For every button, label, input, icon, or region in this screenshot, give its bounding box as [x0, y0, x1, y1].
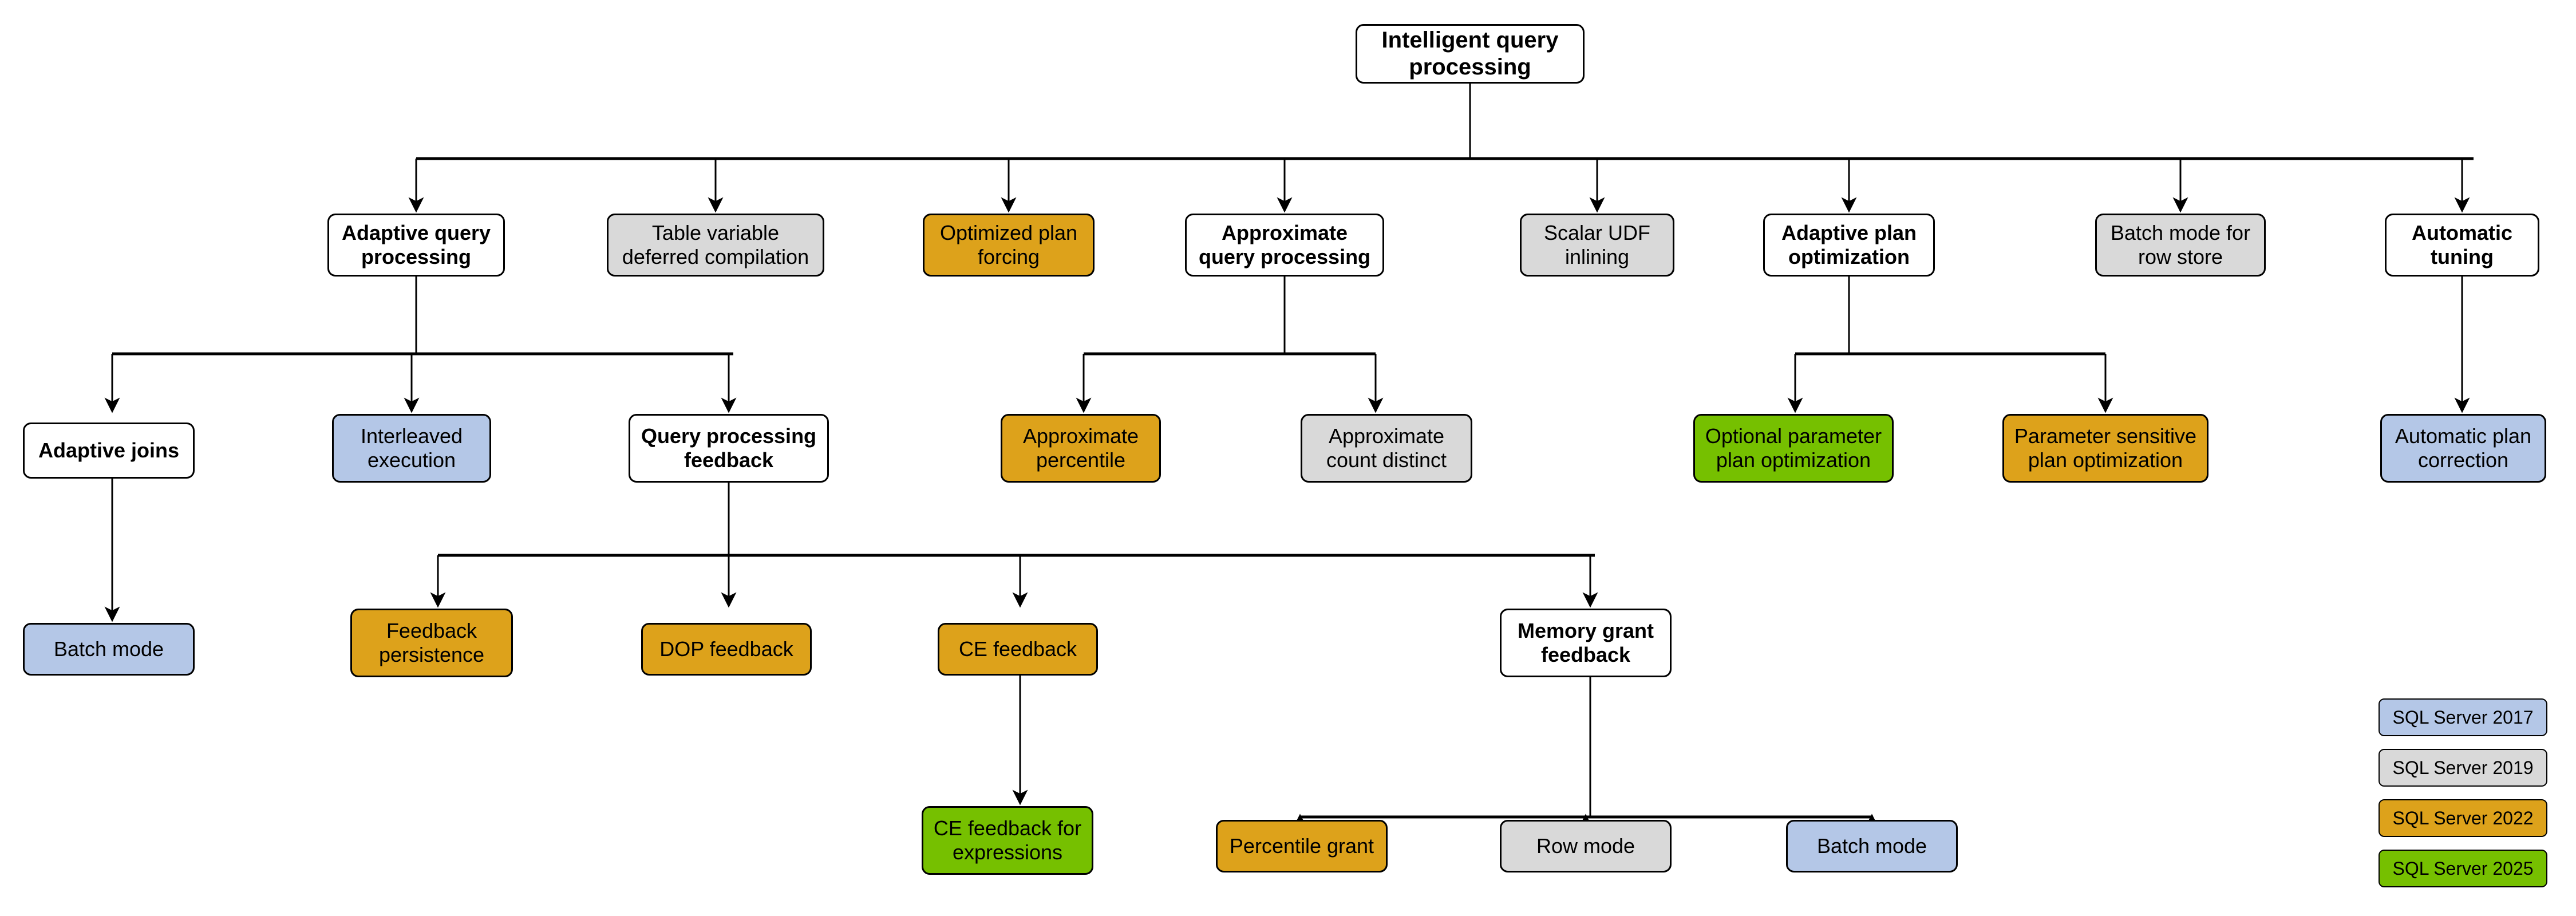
node-label: Optional parameter plan optimization: [1705, 424, 1882, 472]
node-oppo[interactable]: Optional parameter plan optimization: [1693, 414, 1894, 483]
legend-item-label: SQL Server 2017: [2392, 706, 2534, 728]
node-label: Memory grant feedback: [1517, 618, 1654, 666]
legend-item-sql-server-2017: SQL Server 2017: [2379, 698, 2547, 736]
legend-item-label: SQL Server 2022: [2392, 807, 2534, 828]
node-opf[interactable]: Optimized plan forcing: [923, 214, 1095, 277]
node-label: Interleaved execution: [360, 424, 463, 472]
node-udf[interactable]: Scalar UDF inlining: [1520, 214, 1674, 277]
node-cefe[interactable]: CE feedback for expressions: [922, 806, 1093, 875]
node-tvdc[interactable]: Table variable deferred compilation: [607, 214, 824, 277]
node-label: Adaptive plan optimization: [1781, 220, 1917, 269]
node-label: Adaptive query processing: [341, 220, 491, 269]
node-fp[interactable]: Feedback persistence: [350, 609, 513, 677]
node-mgf[interactable]: Memory grant feedback: [1500, 609, 1672, 677]
node-at[interactable]: Automatic tuning: [2385, 214, 2539, 277]
node-ap[interactable]: Approximate percentile: [1001, 414, 1161, 483]
node-label: Table variable deferred compilation: [622, 220, 809, 269]
node-iqp[interactable]: Intelligent query processing: [1356, 24, 1585, 84]
node-acd[interactable]: Approximate count distinct: [1301, 414, 1472, 483]
node-label: CE feedback for expressions: [933, 816, 1082, 864]
node-label: Feedback persistence: [378, 618, 485, 666]
edge-layer: [104, 84, 2474, 830]
node-apo[interactable]: Adaptive plan optimization: [1763, 214, 1935, 277]
legend-item-label: SQL Server 2025: [2392, 858, 2534, 879]
legend-item-sql-server-2019: SQL Server 2019: [2379, 749, 2547, 787]
node-apq[interactable]: Approximate query processing: [1185, 214, 1384, 277]
node-label: Approximate count distinct: [1326, 424, 1447, 472]
node-rm[interactable]: Row mode: [1500, 820, 1672, 872]
node-label: Adaptive joins: [38, 438, 180, 462]
legend-item-label: SQL Server 2019: [2392, 757, 2534, 778]
legend-item-sql-server-2022: SQL Server 2022: [2379, 799, 2547, 837]
node-label: Query processing feedback: [641, 424, 817, 472]
node-label: CE feedback: [958, 637, 1077, 661]
node-label: Approximate query processing: [1198, 220, 1371, 269]
node-label: Parameter sensitive plan optimization: [2014, 424, 2197, 472]
node-label: Automatic plan correction: [2395, 424, 2532, 472]
node-apc[interactable]: Automatic plan correction: [2380, 414, 2546, 483]
node-label: Row mode: [1536, 834, 1635, 858]
node-label: Scalar UDF inlining: [1543, 220, 1651, 269]
node-cef[interactable]: CE feedback: [938, 623, 1098, 676]
legend-item-sql-server-2025: SQL Server 2025: [2379, 850, 2547, 887]
node-ie[interactable]: Interleaved execution: [332, 414, 491, 483]
node-dopf[interactable]: DOP feedback: [641, 623, 812, 676]
node-label: Percentile grant: [1229, 834, 1374, 858]
node-aj[interactable]: Adaptive joins: [23, 423, 195, 479]
node-bmrs[interactable]: Batch mode for row store: [2095, 214, 2266, 277]
node-label: Intelligent query processing: [1381, 27, 1559, 80]
node-label: Automatic tuning: [2411, 220, 2512, 269]
node-label: Batch mode: [1816, 834, 1927, 858]
node-qpf[interactable]: Query processing feedback: [629, 414, 829, 483]
node-label: Batch mode for row store: [2110, 220, 2251, 269]
node-label: DOP feedback: [659, 637, 793, 661]
node-bm2[interactable]: Batch mode: [1786, 820, 1958, 872]
node-label: Optimized plan forcing: [939, 220, 1078, 269]
node-label: Batch mode: [53, 637, 164, 661]
node-aqp[interactable]: Adaptive query processing: [327, 214, 505, 277]
node-pspo[interactable]: Parameter sensitive plan optimization: [2002, 414, 2208, 483]
node-pg[interactable]: Percentile grant: [1216, 820, 1388, 872]
node-bm1[interactable]: Batch mode: [23, 623, 195, 676]
node-label: Approximate percentile: [1022, 424, 1139, 472]
